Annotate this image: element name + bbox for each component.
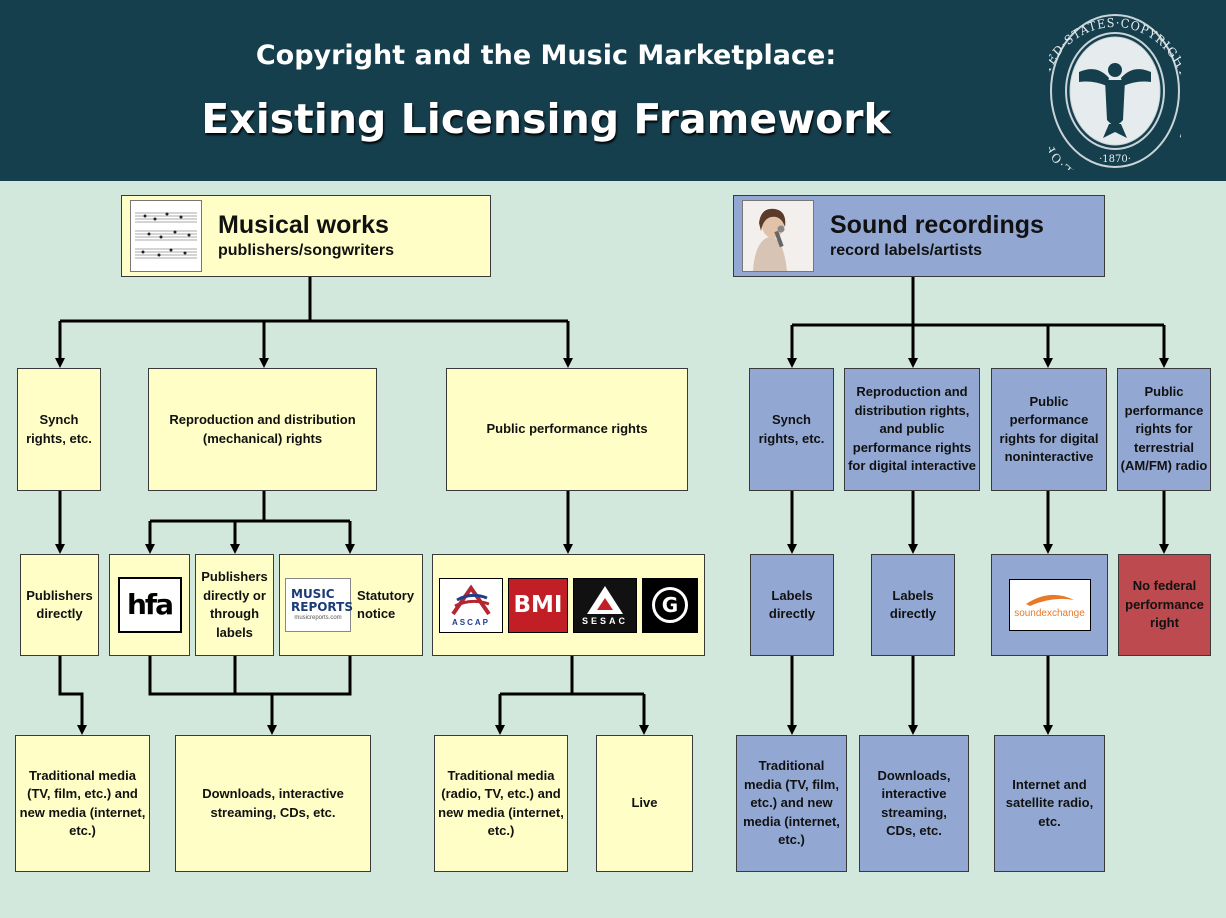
mw-live-label: Live	[631, 795, 658, 811]
soundexchange-box: soundexchange	[991, 554, 1108, 656]
mw-traditional-media-box: Traditional media (TV, film, etc.) and n…	[15, 735, 150, 872]
publishers-directly-label: Publishers directly	[26, 587, 93, 622]
bmi-logo-icon: BMI	[508, 577, 568, 633]
hfa-logo-text: hfa	[126, 587, 174, 621]
no-federal-performance-right-label: No federal performance right	[1125, 578, 1204, 631]
hfa-box: hfa	[109, 554, 190, 656]
sr-traditional-media-label: Traditional media (TV, film, etc.) and n…	[743, 758, 840, 848]
music-reports-logo-text: MUSIC REPORTS	[291, 587, 353, 614]
sr-noninteractive-rights-label: Public performance rights for digital no…	[999, 393, 1099, 465]
sr-downloads-box: Downloads, interactive streaming, CDs, e…	[859, 735, 969, 872]
music-reports-logo-icon: MUSIC REPORTS musicreports.com	[285, 578, 353, 632]
mw-downloads-label: Downloads, interactive streaming, CDs, e…	[202, 786, 344, 820]
sesac-logo-icon: SESAC	[573, 577, 637, 633]
sound-recordings-box: Sound recordings record labels/artists	[733, 195, 1105, 277]
sr-downloads-label: Downloads, interactive streaming, CDs, e…	[877, 767, 951, 839]
publishers-directly-box: Publishers directly	[20, 554, 99, 656]
mw-live-box: Live	[596, 735, 693, 872]
header-banner: Copyright and the Music Marketplace: Exi…	[0, 0, 1226, 181]
publishers-labels-box: Publishers directly or through labels	[195, 554, 274, 656]
mw-mechanical-rights-label: Reproduction and distribution (mechanica…	[169, 412, 356, 446]
sr-internet-radio-label: Internet and satellite radio, etc.	[1005, 776, 1094, 829]
soundexchange-logo-icon: soundexchange	[1008, 579, 1091, 631]
sr-noninteractive-rights-box: Public performance rights for digital no…	[991, 368, 1107, 491]
music-reports-url: musicreports.com	[294, 615, 342, 621]
sound-recordings-subtitle: record labels/artists	[830, 242, 983, 259]
mw-synch-rights-box: Synch rights, etc.	[17, 368, 101, 491]
soundexchange-logo-text: soundexchange	[1014, 608, 1085, 619]
seal-year: ·1870·	[1099, 154, 1131, 165]
singer-photo-icon	[742, 200, 814, 272]
publishers-labels-label: Publishers directly or through labels	[201, 569, 268, 640]
sr-labels-directly-box-2: Labels directly	[871, 554, 955, 656]
sr-traditional-media-box: Traditional media (TV, film, etc.) and n…	[736, 735, 847, 872]
mw-synch-rights-label: Synch rights, etc.	[26, 412, 92, 446]
hfa-logo-icon: hfa	[117, 577, 182, 633]
statutory-notice-box: MUSIC REPORTS musicreports.com Statutory…	[279, 554, 423, 656]
mw-performance-rights-label: Public performance rights	[486, 421, 648, 437]
sr-synch-rights-label: Synch rights, etc.	[758, 412, 825, 446]
sr-reproduction-rights-box: Reproduction and distribution rights, an…	[844, 368, 980, 491]
page-title: Existing Licensing Framework	[201, 95, 891, 143]
sr-synch-rights-box: Synch rights, etc.	[749, 368, 834, 491]
sr-labels-directly-label-1: Labels directly	[768, 587, 816, 622]
mw-performance-rights-box: Public performance rights	[446, 368, 688, 491]
mw-traditional-media-label: Traditional media (TV, film, etc.) and n…	[19, 767, 146, 839]
musical-works-title: Musical works	[218, 211, 389, 239]
sr-terrestrial-rights-box: Public performance rights for terrestria…	[1117, 368, 1211, 491]
no-federal-performance-right-box: No federal performance right	[1118, 554, 1211, 656]
ascap-logo-text: ASCAP	[451, 617, 490, 627]
sr-labels-directly-label-2: Labels directly	[889, 587, 937, 622]
sheet-music-icon	[130, 200, 202, 272]
sr-labels-directly-box-1: Labels directly	[750, 554, 834, 656]
sesac-logo-text: SESAC	[581, 615, 628, 626]
copyright-office-seal-icon: SEAL·OF·THE·UNITED·STATES·COPYRIGHT·OFFI…	[1049, 14, 1181, 170]
musical-works-box: Musical works publishers/songwriters	[121, 195, 491, 277]
page-subtitle: Copyright and the Music Marketplace:	[255, 40, 837, 71]
sr-reproduction-rights-label: Reproduction and distribution rights, an…	[848, 384, 976, 474]
pro-logos-box: ASCAP BMI SESAC G	[432, 554, 705, 656]
ascap-logo-icon: ASCAP	[439, 577, 503, 633]
gmr-logo-text: G	[661, 592, 679, 617]
mw-mechanical-rights-box: Reproduction and distribution (mechanica…	[148, 368, 377, 491]
sr-terrestrial-rights-label: Public performance rights for terrestria…	[1120, 384, 1208, 474]
musical-works-subtitle: publishers/songwriters	[218, 242, 395, 259]
mw-traditional-radio-box: Traditional media (radio, TV, etc.) and …	[434, 735, 568, 872]
mw-traditional-radio-label: Traditional media (radio, TV, etc.) and …	[438, 767, 564, 839]
sound-recordings-title: Sound recordings	[830, 211, 1044, 239]
statutory-notice-label: Statutory notice	[357, 587, 415, 622]
mw-downloads-box: Downloads, interactive streaming, CDs, e…	[175, 735, 371, 872]
bmi-logo-text: BMI	[513, 591, 563, 618]
gmr-logo-icon: G	[642, 577, 698, 633]
sr-internet-radio-box: Internet and satellite radio, etc.	[994, 735, 1105, 872]
